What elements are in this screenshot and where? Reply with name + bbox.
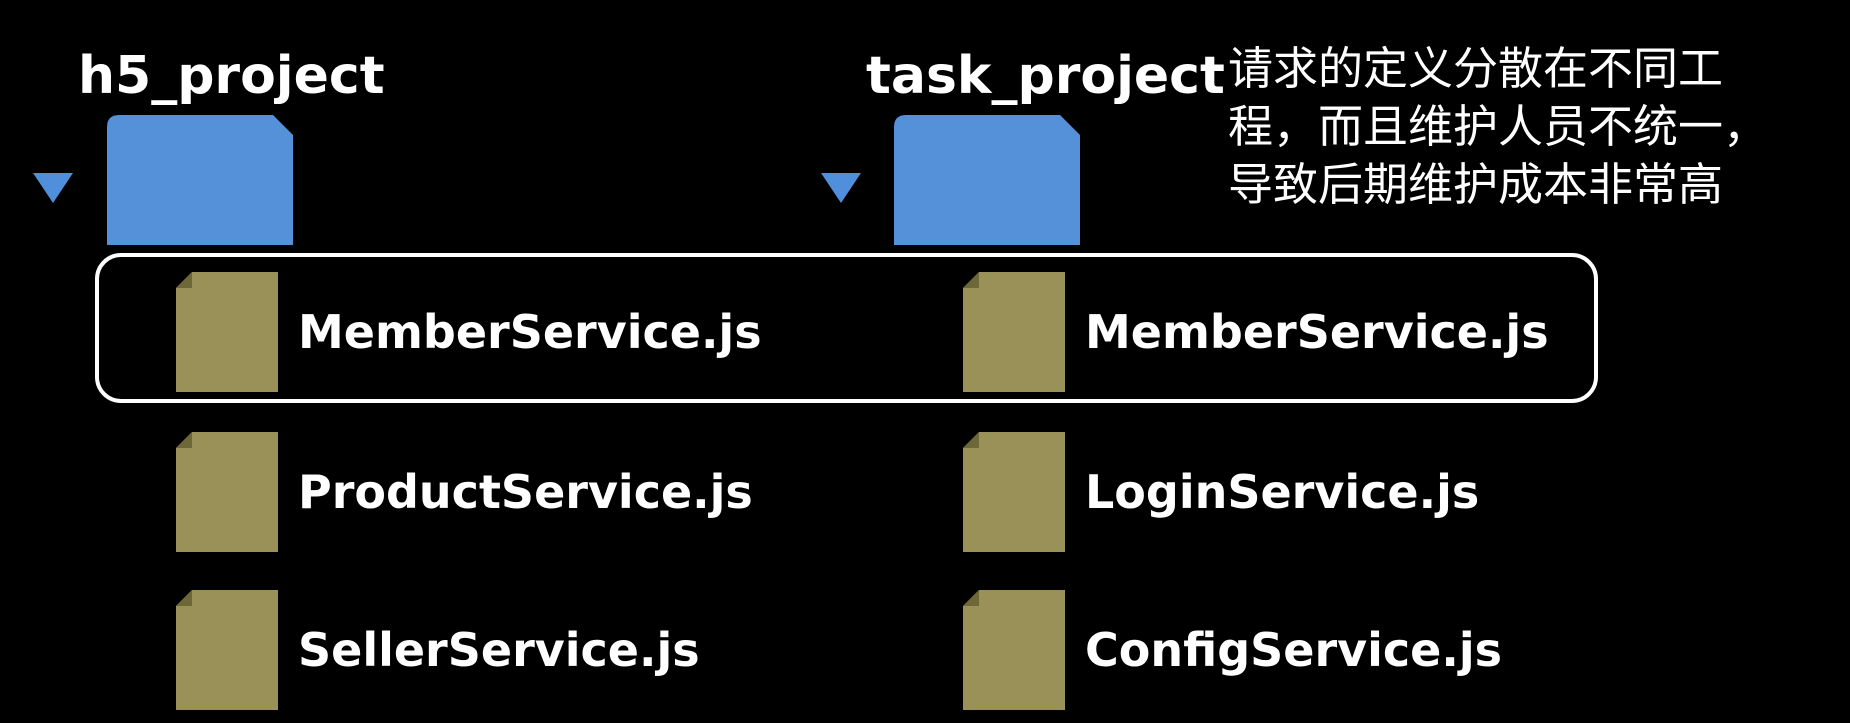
- file-name: ProductService.js: [298, 465, 753, 519]
- expand-caret-icon[interactable]: [821, 173, 861, 203]
- note-line: 导致后期维护成本非常高: [1228, 158, 1724, 211]
- file-name: SellerService.js: [298, 623, 700, 677]
- file-name: ConfigService.js: [1085, 623, 1502, 677]
- folder-icon: [107, 115, 293, 245]
- file-name: MemberService.js: [1085, 305, 1549, 359]
- file-name: MemberService.js: [298, 305, 762, 359]
- file-name: LoginService.js: [1085, 465, 1480, 519]
- annotation-note: 请求的定义分散在不同工 程，而且维护人员不统一， 导致后期维护成本非常高: [1228, 40, 1788, 214]
- project-title-task: task_project: [866, 46, 1225, 106]
- project-title-h5: h5_project: [78, 46, 385, 106]
- file-icon: [963, 590, 1065, 710]
- file-icon: [176, 432, 278, 552]
- file-icon: [963, 432, 1065, 552]
- note-line: 程，而且维护人员不统一，: [1228, 100, 1769, 153]
- expand-caret-icon[interactable]: [33, 173, 73, 203]
- folder-icon: [894, 115, 1080, 245]
- file-icon: [176, 590, 278, 710]
- file-icon: [176, 272, 278, 392]
- duplicate-highlight-box: [95, 253, 1598, 403]
- file-icon: [963, 272, 1065, 392]
- note-line: 请求的定义分散在不同工: [1228, 42, 1724, 95]
